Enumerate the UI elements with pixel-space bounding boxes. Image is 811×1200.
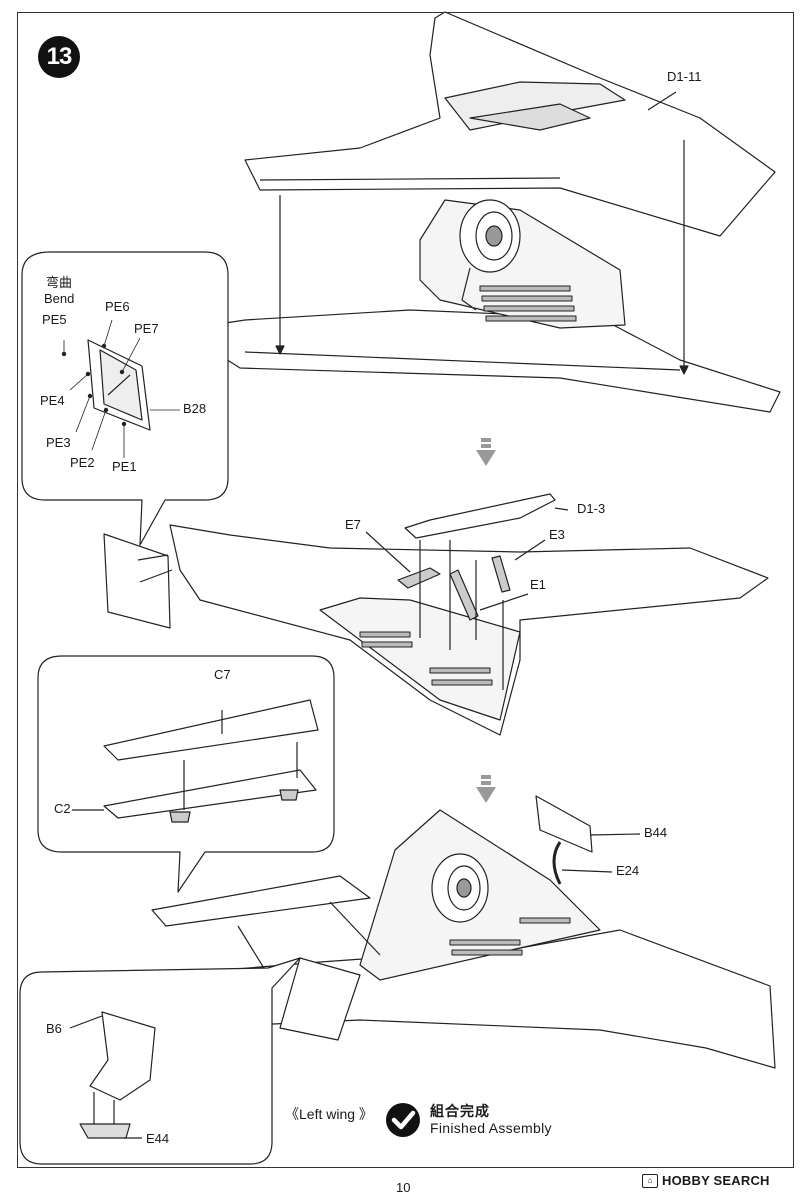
part-label-pe3: PE3: [46, 435, 71, 450]
check-circle-icon: [386, 1103, 420, 1137]
finished-label-cn: 組合完成: [430, 1103, 490, 1119]
callout-gear-door: [19, 957, 301, 1165]
down-arrow-icon: [476, 438, 496, 466]
watermark: ⌂ HOBBY SEARCH: [642, 1173, 770, 1188]
part-label-b6: B6: [46, 1021, 62, 1036]
part-label-b44: B44: [644, 825, 668, 840]
part-label-c2: C2: [54, 801, 71, 816]
finished-label-en: Finished Assembly: [430, 1120, 552, 1136]
watermark-text: HOBBY SEARCH: [662, 1173, 770, 1188]
part-label-pe7: PE7: [134, 321, 159, 336]
finished-assembly-text: 組合完成 Finished Assembly: [430, 1103, 552, 1137]
left-wing-label: 《Left wing 》: [285, 1106, 373, 1122]
part-label-pe1: PE1: [112, 459, 137, 474]
part-label-pe2: PE2: [70, 455, 95, 470]
part-label-e1: E1: [530, 577, 546, 592]
callout-flap: [37, 655, 335, 893]
wing-lower-part: [179, 91, 781, 413]
down-arrow-icon: [476, 775, 496, 803]
callout-photo-etch: [21, 251, 229, 546]
wing-middle-assembly: [103, 493, 769, 736]
step-number-badge: 13: [38, 36, 80, 78]
page-border: [17, 12, 794, 1168]
part-label-d1-3: D1-3: [577, 501, 606, 516]
bend-label-cn: 弯曲: [46, 275, 73, 290]
part-label-e24: E24: [616, 863, 640, 878]
part-label-e7: E7: [345, 517, 361, 532]
part-label-d1-11: D1-11: [667, 69, 702, 84]
part-label-pe6: PE6: [105, 299, 130, 314]
part-label-e44: E44: [146, 1131, 170, 1146]
part-label-b28: B28: [183, 401, 207, 416]
part-label-pe5: PE5: [42, 312, 67, 327]
wing-final-assembly: [149, 795, 776, 1069]
hobby-search-logo-icon: ⌂: [642, 1173, 658, 1188]
page-number: 10: [396, 1180, 411, 1195]
part-label-pe4: PE4: [40, 393, 65, 408]
bend-label-en: Bend: [44, 291, 75, 306]
part-label-e3: E3: [549, 527, 565, 542]
part-label-c7: C7: [214, 667, 231, 682]
wing-upper-part-d1-11: [244, 11, 776, 237]
